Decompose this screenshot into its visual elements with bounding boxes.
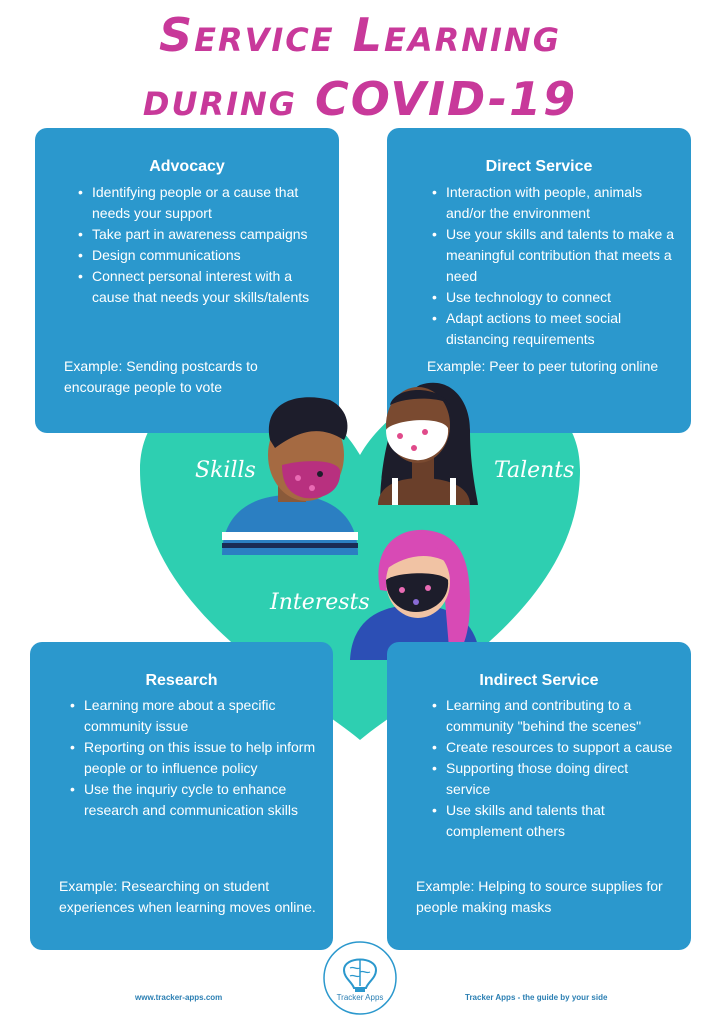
card-example: Example: Sending postcards to encourage … xyxy=(64,358,258,395)
talents-label: Talents xyxy=(494,458,575,483)
list-item: Use the inquriy cycle to enhance researc… xyxy=(68,779,318,821)
indirect-service-card: Indirect Service Learning and contributi… xyxy=(387,642,691,950)
list-item: Connect personal interest with a cause t… xyxy=(76,266,321,308)
advocacy-card: Advocacy Identifying people or a cause t… xyxy=(35,128,339,433)
list-item: Use technology to connect xyxy=(430,287,680,308)
footer-tagline: Tracker Apps - the guide by your side xyxy=(465,993,608,1002)
list-item: Learning and contributing to a community… xyxy=(430,695,675,737)
list-item: Use your skills and talents to make a me… xyxy=(430,224,680,287)
card-heading: Research xyxy=(145,672,218,689)
list-item: Adapt actions to meet social distancing … xyxy=(430,308,680,350)
list-item: Use skills and talents that complement o… xyxy=(430,800,675,842)
skills-label: Skills xyxy=(195,458,256,483)
website-link[interactable]: www.tracker-apps.com xyxy=(135,993,223,1002)
card-heading: Advocacy xyxy=(149,158,225,175)
card-heading: Indirect Service xyxy=(479,672,599,689)
list-item: Reporting on this issue to help inform p… xyxy=(68,737,318,779)
card-list: Identifying people or a cause that needs… xyxy=(76,182,321,308)
logo-text: Tracker Apps xyxy=(336,993,384,1002)
title-line-2: during COVID-19 xyxy=(142,72,578,126)
list-item: Design communications xyxy=(76,245,321,266)
card-list: Learning and contributing to a community… xyxy=(430,695,675,842)
list-item: Interaction with people, animals and/or … xyxy=(430,182,680,224)
list-item: Identifying people or a cause that needs… xyxy=(76,182,321,224)
tracker-apps-logo-icon xyxy=(323,941,397,1015)
card-list: Learning more about a specific community… xyxy=(68,695,318,821)
list-item: Create resources to support a cause xyxy=(430,737,675,758)
list-item: Learning more about a specific community… xyxy=(68,695,318,737)
card-example: Example: Researching on student experien… xyxy=(59,878,316,915)
card-heading: Direct Service xyxy=(485,158,593,175)
list-item: Take part in awareness campaigns xyxy=(76,224,321,245)
interests-label: Interests xyxy=(270,590,370,615)
direct-service-card: Direct Service Interaction with people, … xyxy=(387,128,691,433)
card-example: Example: Helping to source supplies for … xyxy=(416,878,663,915)
card-list: Interaction with people, animals and/or … xyxy=(430,182,680,350)
card-example: Example: Peer to peer tutoring online xyxy=(427,358,659,374)
title-line-1: Service Learning xyxy=(159,8,561,62)
list-item: Supporting those doing direct service xyxy=(430,758,675,800)
research-card: Research Learning more about a specific … xyxy=(30,642,333,950)
